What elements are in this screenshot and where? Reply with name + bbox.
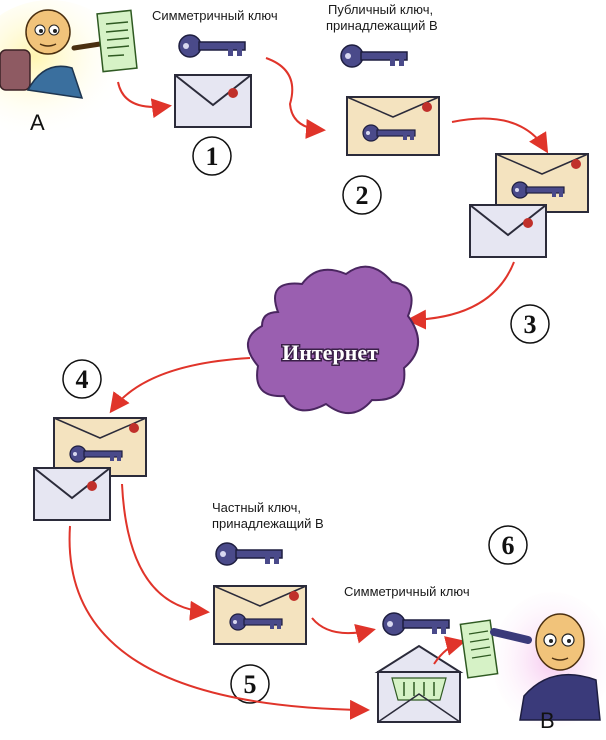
arrow-step2-to-step3 [451,117,549,154]
private-key-label-line1: Частный ключ, [212,500,301,515]
arrow-envelope-to-document [433,636,466,665]
symmetric-key-label-top: Симметричный ключ [152,8,278,23]
internet-label: Интернет [282,340,378,365]
arrow-step4-to-open-envelope [68,525,370,720]
svg-text:5: 5 [244,670,257,699]
svg-text:6: 6 [502,531,515,560]
step-5-badge: 5 [230,664,270,704]
step-2-badge: 2 [342,175,382,215]
public-key-icon [340,44,408,68]
svg-text:1: 1 [206,142,219,171]
person-b: B [459,592,606,733]
arrow-step3-to-internet [406,261,515,330]
symmetric-key-icon [382,612,450,636]
arrow-a-to-envelope [117,81,172,119]
arrow-step5-to-key [311,617,376,644]
public-key-label-line2: принадлежащий B [326,18,438,33]
encrypted-key-envelope-icon [346,96,440,156]
private-key-icon [215,542,283,566]
step-4-badge: 4 [62,359,102,399]
arrow-step1-to-step2 [265,57,326,139]
encrypted-key-envelope-icon [495,153,589,213]
plain-envelope-icon [174,74,252,128]
plain-envelope-icon [469,204,547,258]
step-3-badge: 3 [510,304,550,344]
party-a-label: A [30,110,45,135]
person-a: A [0,0,138,140]
document-icon [459,619,499,679]
arrow-step4-to-step5 [121,483,210,621]
svg-text:3: 3 [524,310,537,339]
svg-text:4: 4 [76,365,89,394]
svg-text:2: 2 [356,181,369,210]
plain-envelope-icon [33,467,111,521]
open-envelope-icon [374,644,464,723]
symmetric-key-label-bottom: Симметричный ключ [344,584,470,599]
arrow-internet-to-step4 [109,357,251,414]
symmetric-key-icon [178,34,246,58]
step-1-badge: 1 [192,136,232,176]
step-6-badge: 6 [488,525,528,565]
party-b-label: B [540,708,555,733]
document-icon [96,9,138,73]
private-key-label-line2: принадлежащий B [212,516,324,531]
internet-cloud: Интернет [247,265,420,414]
public-key-label-line1: Публичный ключ, [328,2,433,17]
encrypted-key-envelope-icon [213,585,307,645]
telephone-icon [0,49,31,91]
